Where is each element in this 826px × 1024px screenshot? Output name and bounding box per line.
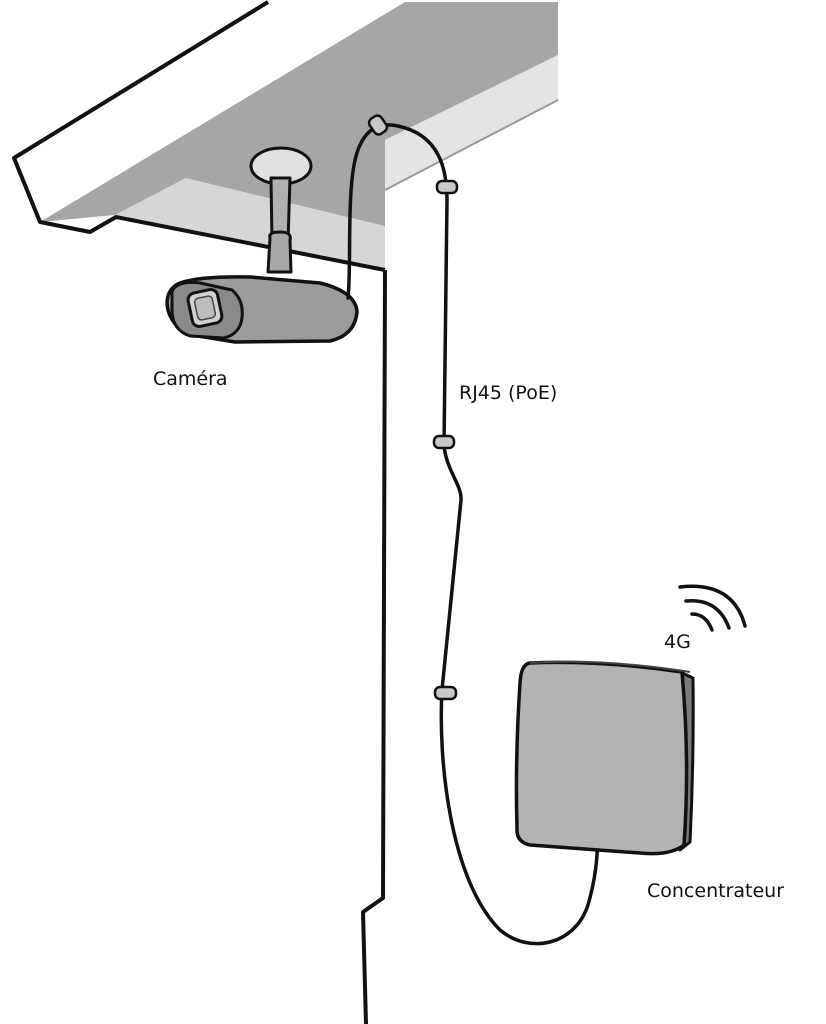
- rj45-cable: [346, 114, 600, 946]
- roof-edge-line: [12, 0, 386, 272]
- fascia-line: [384, 99, 559, 191]
- cable-clip-4: [433, 685, 458, 701]
- signal-arc-2: [684, 599, 731, 630]
- roof-underside: [40, 2, 558, 270]
- cable-clip-1: [367, 114, 389, 136]
- hub-label: Concentrateur: [647, 880, 785, 902]
- hub-top-edge: [529, 660, 691, 673]
- camera-icon: [165, 146, 359, 344]
- signal-arc-3: [678, 584, 747, 628]
- roof-eave: [12, 0, 559, 272]
- wireless-signal-icon: [678, 584, 747, 632]
- wall-line: [361, 269, 387, 1024]
- cable-label: RJ45 (PoE): [459, 382, 558, 404]
- router-box-icon: [514, 660, 695, 856]
- cable-clip-3: [432, 434, 456, 450]
- fascia-board: [385, 55, 558, 190]
- camera-lens-inner: [193, 295, 217, 321]
- signal-arc-1: [690, 612, 714, 632]
- hub-front: [514, 660, 689, 856]
- signal-label: 4G: [664, 631, 691, 653]
- cable-line: [346, 123, 600, 946]
- cable-clip-2: [435, 179, 459, 195]
- camera-label: Caméra: [153, 368, 228, 390]
- roof-soffit: [115, 178, 385, 270]
- camera-joint: [266, 230, 293, 274]
